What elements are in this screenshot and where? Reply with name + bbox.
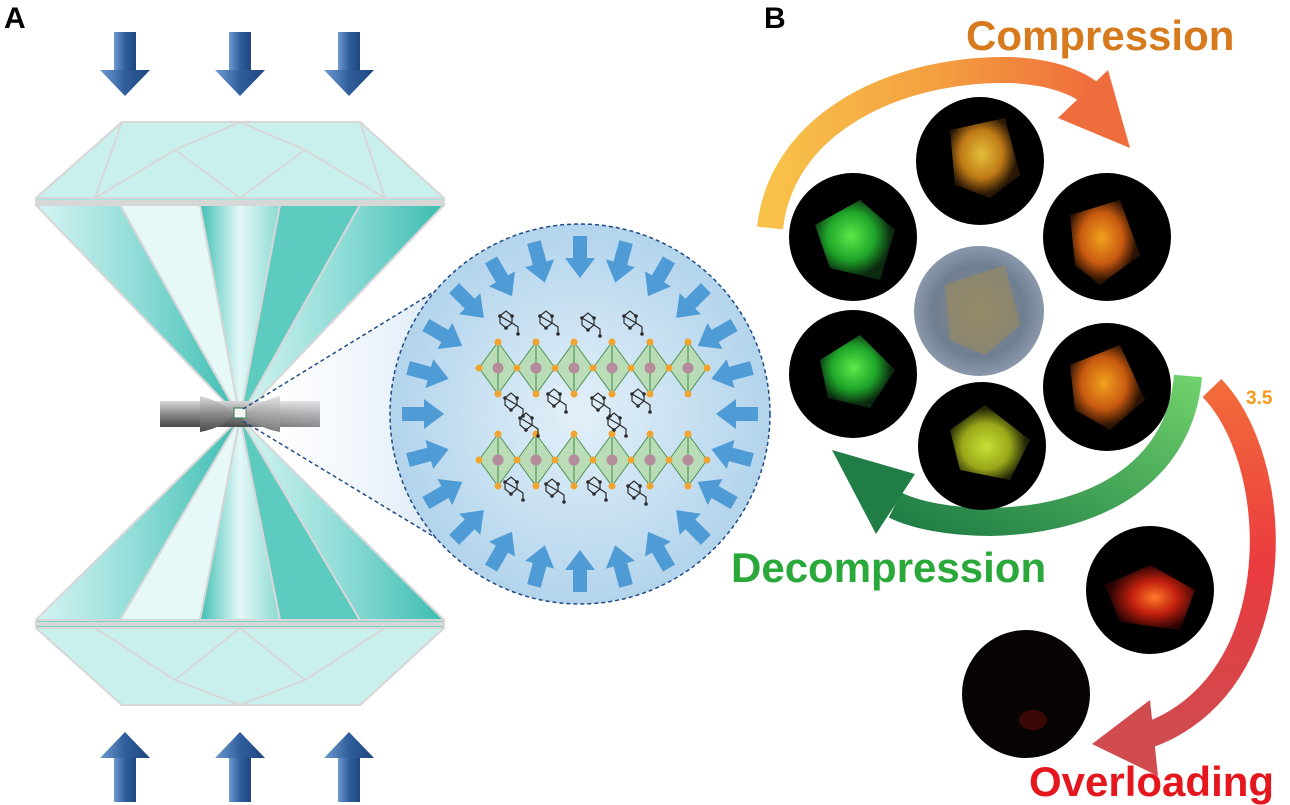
micrograph-yellow-orange-1 <box>916 97 1044 225</box>
lattice-arrow-icon <box>645 531 676 572</box>
micrograph-yellow-green <box>918 382 1046 510</box>
lattice-arrow-icon <box>525 545 555 588</box>
decompression-label: Decompression <box>731 544 1046 591</box>
octahedron-icon <box>513 338 556 398</box>
lattice-zoom-circle <box>389 223 771 605</box>
octahedron-icon <box>627 338 670 398</box>
lattice-compression-arrows <box>402 236 758 592</box>
press-arrow-icon <box>324 732 374 802</box>
lattice-arrow-icon <box>422 318 463 349</box>
top-press-arrows <box>100 32 374 96</box>
bottom-diamond-anvil <box>35 417 445 706</box>
octahedron-icon <box>665 338 708 398</box>
compression-label: Compression <box>966 12 1234 59</box>
micrograph-pristine <box>914 246 1044 376</box>
lattice-arrow-icon <box>449 283 484 318</box>
overloading-label: Overloading <box>1029 758 1274 805</box>
panel-label-b: B <box>764 2 786 35</box>
micrograph-orange-2 <box>1043 323 1171 451</box>
organic-molecule-icon <box>503 476 525 502</box>
press-arrow-icon <box>324 32 374 96</box>
organic-molecule-icon <box>626 480 648 506</box>
press-arrow-icon <box>215 32 265 96</box>
organic-molecule-icon <box>580 312 602 338</box>
press-arrow-icon <box>100 732 150 802</box>
panel-label-a: A <box>4 2 26 35</box>
top-diamond-anvil <box>35 121 445 419</box>
lattice-arrow-icon <box>449 510 484 545</box>
perovskite-octahedra-layers <box>475 338 711 490</box>
organic-molecule-icon <box>586 476 608 502</box>
organic-molecule-icon <box>498 310 520 336</box>
organic-molecule-icon <box>544 478 566 504</box>
lattice-arrow-icon <box>605 240 635 283</box>
octahedron-icon <box>513 430 556 490</box>
lattice-arrow-icon <box>645 256 676 297</box>
decompression-arrow <box>832 374 1202 537</box>
lattice-arrow-icon <box>605 545 635 588</box>
micrograph-green-2 <box>789 310 917 438</box>
bottom-press-arrows <box>100 732 374 802</box>
organic-molecule-icon <box>622 310 644 336</box>
lattice-arrow-icon <box>711 439 754 469</box>
press-arrow-icon <box>100 32 150 96</box>
organic-molecule-icon <box>606 412 628 438</box>
octahedron-icon <box>551 430 594 490</box>
lattice-arrow-icon <box>406 439 449 469</box>
lattice-arrow-icon <box>676 510 711 545</box>
lattice-arrow-icon <box>697 318 738 349</box>
lattice-arrow-icon <box>716 399 758 429</box>
octahedron-icon <box>589 430 632 490</box>
lattice-arrow-icon <box>484 256 515 297</box>
overloading-arrow <box>1092 378 1276 776</box>
lattice-arrow-icon <box>406 359 449 389</box>
octahedron-icon <box>589 338 632 398</box>
lattice-arrow-icon <box>697 479 738 510</box>
lattice-arrow-icon <box>711 359 754 389</box>
octahedron-icon <box>475 338 518 398</box>
pressure-value: 3.5 <box>1246 388 1273 409</box>
octahedron-icon <box>475 430 518 490</box>
organic-molecule-icon <box>538 310 560 336</box>
micrograph-dark <box>962 630 1090 758</box>
lattice-arrow-icon <box>402 399 444 429</box>
press-arrow-icon <box>215 732 265 802</box>
organic-spacer-molecules <box>498 310 652 506</box>
organic-molecule-icon <box>518 412 540 438</box>
organic-molecule-icon <box>546 388 568 414</box>
lattice-arrow-icon <box>676 283 711 318</box>
octahedron-icon <box>665 430 708 490</box>
organic-molecule-icon <box>630 388 652 414</box>
octahedron-icon <box>627 430 670 490</box>
lattice-arrow-icon <box>525 240 555 283</box>
lattice-arrow-icon <box>565 550 595 592</box>
micrograph-red <box>1086 526 1214 654</box>
lattice-arrow-icon <box>565 236 595 278</box>
lattice-arrow-icon <box>422 479 463 510</box>
micrograph-orange-1 <box>1043 173 1171 301</box>
micrograph-green-1 <box>789 173 917 301</box>
compression-arrow <box>757 56 1130 230</box>
octahedron-icon <box>551 338 594 398</box>
lattice-arrow-icon <box>484 531 515 572</box>
